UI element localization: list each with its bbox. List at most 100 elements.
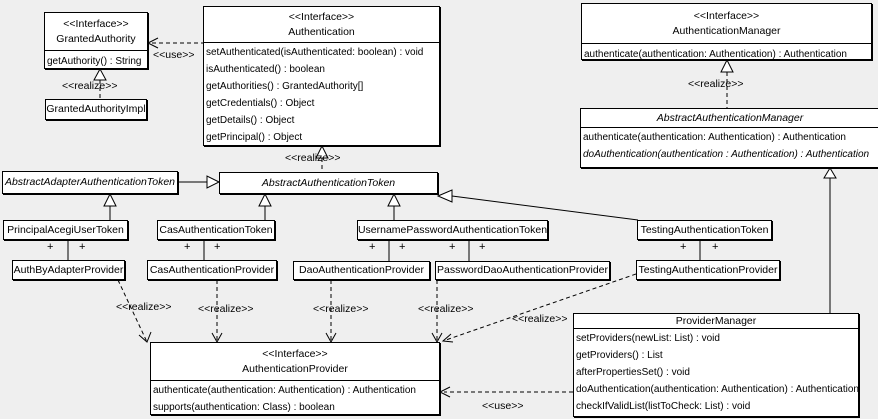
- method: afterPropertiesSet() : void: [576, 367, 690, 378]
- class-name: TestingAuthenticationProvider: [638, 263, 778, 276]
- association-end-plus: +: [680, 241, 687, 253]
- class-cas-authentication-provider: CasAuthenticationProvider: [147, 260, 277, 280]
- class-name: AuthenticationManager: [672, 24, 781, 37]
- triangle-adapter-token: [103, 192, 117, 207]
- method: getProviders() : List: [576, 350, 663, 361]
- association-end-plus: +: [47, 241, 54, 253]
- class-name: UsernamePasswordAuthenticationToken: [357, 223, 548, 236]
- class-title: <<Interface>> AuthenticationProvider: [151, 343, 439, 381]
- method: authenticate(authentication: Authenticat…: [583, 132, 846, 143]
- class-testing-authentication-token: TestingAuthenticationToken: [637, 220, 772, 240]
- class-username-password-authentication-token: UsernamePasswordAuthenticationToken: [357, 220, 548, 240]
- generalization-testing-token-line: [451, 195, 639, 221]
- dashed-connectors: [99, 42, 728, 393]
- method: getCredentials() : Object: [206, 98, 315, 109]
- class-title: ProviderManager: [574, 314, 858, 329]
- triangle-abstract-token-right: [436, 189, 453, 203]
- class-title: <<Interface>> AuthenticationManager: [582, 4, 871, 44]
- class-name: Authentication: [288, 25, 355, 38]
- class-principal-acegi-user-token: PrincipalAcegiUserToken: [3, 220, 128, 240]
- method: getPrincipal() : Object: [206, 132, 303, 143]
- stereotype: <<Interface>>: [288, 10, 355, 23]
- method: getAuthorities() : GrantedAuthority[]: [206, 81, 364, 92]
- class-name: CasAuthenticationToken: [159, 223, 273, 236]
- solid-connectors: [67, 178, 831, 313]
- class-name: TestingAuthenticationToken: [640, 223, 769, 236]
- hollow-triangles: [93, 58, 837, 207]
- class-authentication: <<Interface>> Authentication setAuthenti…: [203, 6, 440, 146]
- association-end-plus: +: [449, 241, 456, 253]
- class-title: <<Interface>> GrantedAuthority: [45, 13, 147, 51]
- methods-compartment: authenticate(authentication: Authenticat…: [581, 128, 878, 163]
- class-name: PasswordDaoAuthenticationProvider: [436, 264, 608, 276]
- association-end-plus: +: [184, 241, 191, 253]
- class-name: ProviderManager: [675, 314, 757, 327]
- class-name: CasAuthenticationProvider: [149, 263, 275, 276]
- realize-label: <<realize>>: [688, 78, 744, 90]
- class-name: AbstractAuthenticationManager: [656, 111, 804, 124]
- realize-label: <<realize>>: [116, 301, 172, 313]
- methods-compartment: authenticate(authentication: Authenticat…: [151, 381, 439, 416]
- class-name: AuthenticationProvider: [242, 362, 348, 375]
- realize-authbyadapterprovider: [117, 279, 148, 343]
- realize-label: <<realize>>: [512, 313, 568, 325]
- class-testing-authentication-provider: TestingAuthenticationProvider: [636, 260, 780, 280]
- triangle-abstractauthmanager-bottom: [823, 167, 837, 179]
- class-name: DaoAuthenticationProvider: [299, 264, 424, 276]
- class-password-dao-authentication-provider: PasswordDaoAuthenticationProvider: [435, 261, 610, 280]
- arrow-use-providermanager: [438, 386, 451, 398]
- method: getDetails() : Object: [206, 115, 295, 126]
- class-provider-manager: ProviderManager setProviders(newList: Li…: [573, 313, 859, 417]
- realize-testingprovider: [442, 273, 637, 342]
- stereotype: <<Interface>>: [63, 17, 129, 30]
- realize-label: <<realize>>: [285, 152, 341, 164]
- association-end-plus: +: [79, 241, 86, 253]
- method: authenticate(authentication: Authenticat…: [153, 385, 416, 396]
- class-authentication-provider: <<Interface>> AuthenticationProvider aut…: [150, 342, 440, 415]
- method: supports(authentication: Class) : boolea…: [153, 402, 335, 413]
- class-title: <<Interface>> Authentication: [204, 7, 439, 43]
- slanted-solid-connectors: [451, 195, 639, 221]
- method: getAuthority() : String: [47, 56, 142, 67]
- method-abstract: doAuthentication(authentication : Authen…: [583, 149, 870, 160]
- methods-compartment: getAuthority() : String: [45, 51, 147, 71]
- method: setAuthenticated(isAuthenticated: boolea…: [206, 47, 424, 58]
- method: checkIfValidList(listToCheck: List) : vo…: [576, 401, 751, 412]
- method: setProviders(newList: List) : void: [576, 333, 720, 344]
- class-cas-authentication-token: CasAuthenticationToken: [157, 220, 275, 240]
- class-abstract-authentication-manager: AbstractAuthenticationManager authentica…: [580, 108, 878, 168]
- association-end-plus: +: [214, 241, 221, 253]
- arrow-realize-1: [138, 331, 152, 343]
- class-name: PrincipalAcegiUserToken: [7, 223, 124, 236]
- triangle-grantedauthority: [93, 67, 107, 81]
- association-end-plus: +: [399, 241, 406, 253]
- class-granted-authority: <<Interface>> GrantedAuthority getAuthor…: [44, 12, 148, 69]
- method: authenticate(authentication: Authenticat…: [584, 49, 847, 60]
- class-granted-authority-impl: GrantedAuthorityImpl: [45, 99, 147, 120]
- use-label: <<use>>: [153, 49, 195, 61]
- class-title: AbstractAuthenticationManager: [581, 109, 878, 128]
- method: isAuthenticated() : boolean: [206, 64, 325, 75]
- stereotype: <<Interface>>: [262, 347, 328, 360]
- class-dao-authentication-provider: DaoAuthenticationProvider: [293, 261, 430, 280]
- triangle-abstract-token-cas: [258, 192, 272, 207]
- realize-label: <<realize>>: [418, 303, 474, 315]
- triangle-abstract-token-userpass: [387, 192, 401, 207]
- arrow-realize-5: [441, 333, 454, 343]
- methods-compartment: setProviders(newList: List) : void getPr…: [574, 329, 859, 415]
- methods-compartment: setAuthenticated(isAuthenticated: boolea…: [204, 43, 439, 146]
- triangle-authentication: [315, 144, 329, 159]
- use-label: <<use>>: [482, 400, 524, 412]
- class-name: AbstractAdapterAuthenticationToken: [4, 176, 176, 188]
- realize-label: <<realize>>: [198, 303, 254, 315]
- class-abstract-adapter-authentication-token: AbstractAdapterAuthenticationToken: [2, 171, 178, 194]
- methods-compartment: authenticate(authentication: Authenticat…: [582, 44, 871, 64]
- class-auth-by-adapter-provider: AuthByAdapterProvider: [12, 260, 125, 280]
- association-end-plus: +: [479, 241, 486, 253]
- class-abstract-authentication-token: AbstractAuthenticationToken: [219, 172, 438, 194]
- class-name: AbstractAuthenticationToken: [261, 176, 396, 189]
- realize-label: <<realize>>: [313, 303, 369, 315]
- association-end-plus: +: [712, 241, 719, 253]
